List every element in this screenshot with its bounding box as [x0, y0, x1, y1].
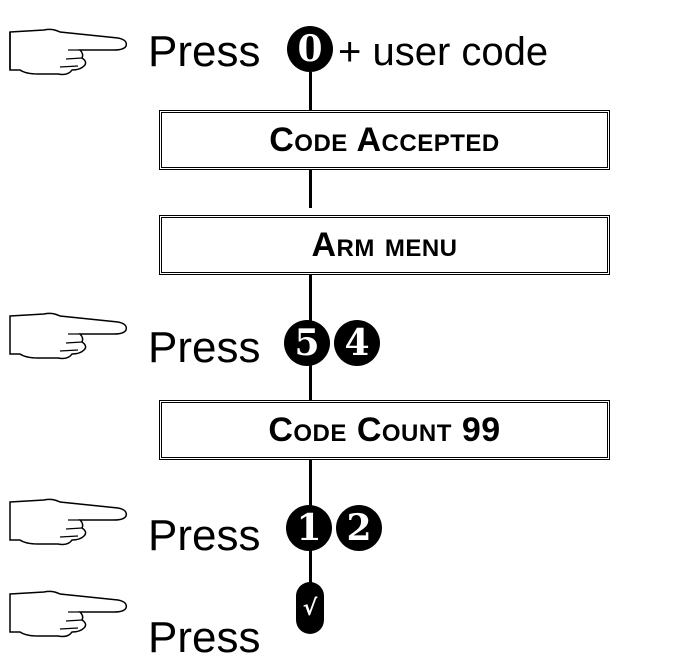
key-0-icon: 0: [287, 26, 333, 72]
key-4-icon: 4: [334, 320, 380, 366]
display-text: Arm menu: [311, 225, 458, 264]
display-code-accepted: Code Accepted: [159, 110, 610, 170]
pointing-hand-icon: [9, 498, 128, 546]
pointing-hand-icon: [9, 590, 128, 638]
press-label-3: Press: [148, 511, 261, 560]
key-1-icon: 1: [286, 505, 332, 551]
press-label-4: Press: [148, 613, 261, 662]
key-2-icon: 2: [336, 505, 382, 551]
press-label-2: Press: [148, 323, 261, 372]
pointing-hand-icon: [9, 312, 128, 360]
flow-connector-top: [309, 72, 312, 124]
display-code-count: Code Count 99: [159, 400, 610, 460]
key-5-icon: 5: [284, 320, 330, 366]
display-text: Code Count 99: [268, 410, 501, 449]
display-arm-menu: Arm menu: [159, 215, 610, 275]
pointing-hand-icon: [9, 28, 128, 76]
confirm-key-icon: √: [296, 582, 324, 634]
flow-connector-2: [309, 168, 312, 208]
press-label-1: Press: [148, 27, 261, 76]
user-code-label: + user code: [338, 30, 549, 74]
display-text: Code Accepted: [269, 120, 500, 159]
